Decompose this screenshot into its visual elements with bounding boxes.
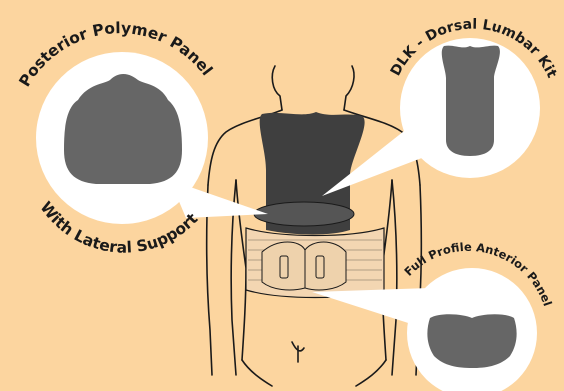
anterior-panel-icon (427, 314, 516, 368)
posterior-panel-callout (36, 52, 268, 224)
brace-belt (246, 202, 384, 298)
dlk-panel-icon (442, 46, 500, 156)
